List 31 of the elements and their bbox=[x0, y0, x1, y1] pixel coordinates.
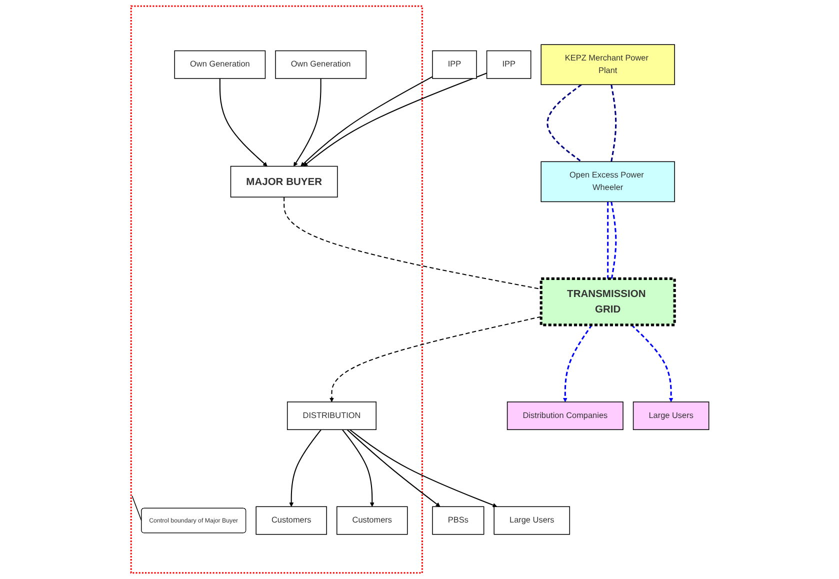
arrow bbox=[293, 78, 321, 166]
arrow bbox=[300, 76, 432, 166]
node-box: Customers bbox=[336, 506, 408, 535]
node-box: PBSs bbox=[432, 506, 484, 535]
node-box: DISTRIBUTION bbox=[286, 402, 376, 430]
node-box: IPP bbox=[432, 50, 476, 79]
node-box: TRANSMISSION GRID bbox=[539, 277, 676, 326]
node-box: Distribution Companies bbox=[506, 402, 623, 430]
node-box: Customers bbox=[255, 506, 326, 535]
node-box: Large Users bbox=[632, 402, 709, 430]
arrow bbox=[349, 429, 497, 508]
arrow bbox=[302, 72, 486, 166]
connector bbox=[606, 202, 608, 279]
arrow bbox=[342, 429, 374, 507]
node-box: Open Excess Power Wheeler bbox=[540, 161, 674, 202]
node-box: Large Users bbox=[493, 506, 570, 535]
node-box: Own Generation bbox=[274, 50, 366, 79]
connector bbox=[610, 202, 616, 279]
arrow bbox=[346, 429, 440, 507]
arrow bbox=[562, 324, 592, 402]
arrow bbox=[329, 316, 541, 402]
node-box: MAJOR BUYER bbox=[230, 166, 338, 198]
node-box: IPP bbox=[486, 50, 531, 79]
arrow bbox=[288, 429, 321, 507]
connector bbox=[546, 84, 582, 162]
node-box: Own Generation bbox=[174, 50, 266, 79]
arrow bbox=[218, 78, 267, 166]
connector bbox=[610, 84, 616, 162]
node-box: KEPZ Merchant Power Plant bbox=[540, 44, 674, 86]
arrow bbox=[630, 324, 673, 402]
connector bbox=[283, 197, 541, 290]
